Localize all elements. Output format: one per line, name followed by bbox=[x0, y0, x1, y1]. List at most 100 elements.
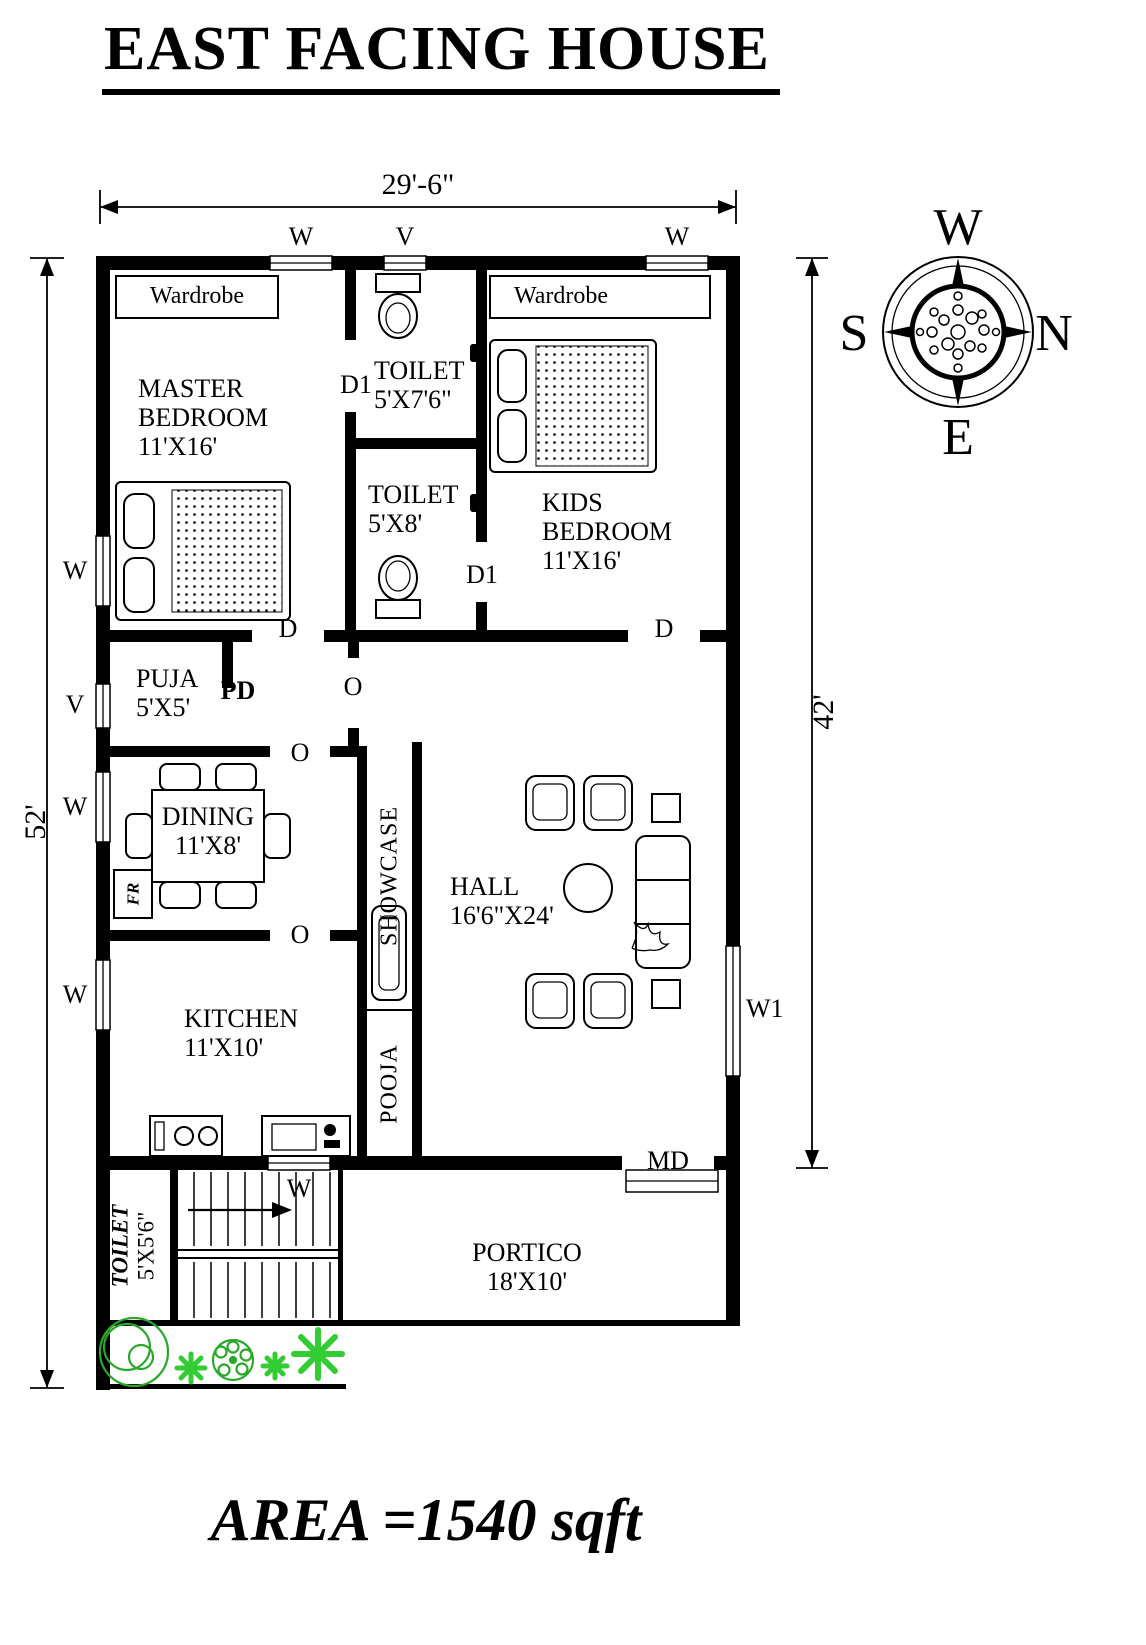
room-size: 11'X8' bbox=[174, 831, 242, 861]
window-top-kids bbox=[645, 255, 709, 271]
toilet-fixture-top bbox=[375, 273, 421, 339]
room-name: BEDROOM bbox=[138, 403, 269, 433]
compass-east-label: E bbox=[942, 409, 974, 466]
room-size: 11'X10' bbox=[184, 1033, 264, 1063]
kids-bedroom-label: KIDS BEDROOM 11'X16' bbox=[542, 488, 672, 575]
toilet-fixture-mid bbox=[375, 555, 421, 619]
window1-marker: W1 bbox=[746, 994, 784, 1023]
kids-bed bbox=[489, 339, 657, 473]
dining-set bbox=[125, 763, 291, 909]
door1-marker: D1 bbox=[340, 370, 372, 399]
garden-plants bbox=[98, 1316, 345, 1388]
toilet-common-label: TOILET 5'X8' bbox=[368, 480, 459, 538]
kitchen-label: KITCHEN 11'X10' bbox=[184, 1004, 298, 1062]
room-size: 11'X16' bbox=[138, 432, 218, 462]
compass-south-label: S bbox=[839, 305, 869, 362]
sink bbox=[261, 1115, 351, 1157]
dimension-right-height: 42' bbox=[807, 694, 841, 730]
interior-walls bbox=[110, 270, 726, 1156]
dimension-top-width: 29'-6" bbox=[381, 168, 455, 201]
portico-label: PORTICO 18'X10' bbox=[452, 1238, 602, 1296]
page-title: EAST FACING HOUSE bbox=[102, 14, 780, 95]
window-marker: W bbox=[664, 222, 690, 251]
room-size: 5'X7'6" bbox=[374, 385, 452, 415]
room-name: DINING bbox=[161, 802, 255, 831]
showcase-cabinet bbox=[371, 905, 407, 1001]
main-door-marker: MD bbox=[647, 1146, 689, 1175]
puja-door-marker: PD bbox=[220, 676, 256, 705]
room-size: 5'X5'6" bbox=[133, 1211, 158, 1281]
room-size: 11'X16' bbox=[542, 546, 622, 576]
dimension-lines bbox=[30, 190, 828, 1389]
toilet-attached-label: TOILET 5'X7'6" bbox=[374, 356, 465, 414]
plant-flower bbox=[211, 1338, 255, 1382]
window-marker: W bbox=[62, 980, 88, 1009]
puja-label: PUJA 5'X5' bbox=[136, 664, 198, 722]
pooja-label: POOJA bbox=[376, 1044, 403, 1124]
opening-marker: O bbox=[290, 738, 310, 767]
window-left-master bbox=[95, 535, 111, 607]
window-marker: W bbox=[62, 556, 88, 585]
window-marker: W bbox=[288, 222, 314, 251]
area-label: AREA =1540 sqft bbox=[210, 1487, 642, 1553]
room-name: TOILET bbox=[374, 356, 465, 385]
wardrobe-master bbox=[115, 275, 279, 319]
door-marker: D bbox=[278, 614, 298, 643]
door1-marker: D1 bbox=[466, 560, 498, 589]
room-name: BEDROOM bbox=[542, 517, 673, 547]
room-size: 5'X8' bbox=[368, 509, 423, 539]
window-right-hall bbox=[725, 945, 741, 1077]
door-marker: D bbox=[654, 614, 674, 643]
window-left-dining bbox=[95, 771, 111, 843]
sofa-plant bbox=[631, 921, 670, 952]
room-size: 16'6"X24' bbox=[450, 901, 554, 931]
stove bbox=[149, 1115, 223, 1157]
staircase bbox=[178, 1172, 338, 1318]
vent-left-puja bbox=[95, 683, 111, 729]
window-bottom-stairs bbox=[267, 1155, 331, 1171]
dimension-left-height: 52' bbox=[19, 804, 53, 840]
room-name: HALL bbox=[450, 872, 520, 901]
tap-symbols bbox=[470, 344, 485, 512]
opening-marker: O bbox=[343, 672, 363, 701]
room-name: PUJA bbox=[136, 664, 199, 693]
main-door-threshold bbox=[625, 1169, 719, 1193]
compass-rose bbox=[882, 256, 1034, 408]
showcase-label: SHOWCASE bbox=[376, 805, 403, 947]
room-name: PORTICO bbox=[472, 1238, 582, 1267]
compass-north-label: N bbox=[1035, 305, 1073, 362]
vent-top-toilet bbox=[383, 255, 427, 271]
plant-star-small-1 bbox=[174, 1351, 208, 1385]
window-symbols bbox=[95, 255, 741, 1193]
sofa-set bbox=[525, 775, 691, 1029]
master-bed bbox=[115, 481, 291, 621]
fridge-box bbox=[113, 869, 153, 919]
opening-marker: O bbox=[290, 920, 310, 949]
stair-direction-arrow bbox=[188, 1202, 292, 1218]
window-left-kitchen bbox=[95, 959, 111, 1031]
window-marker: W bbox=[286, 1174, 312, 1203]
ventilator-marker: V bbox=[65, 690, 85, 719]
room-size: 5'X5' bbox=[136, 693, 191, 723]
plant-bush bbox=[291, 1327, 345, 1381]
master-bedroom-label: MASTER BEDROOM 11'X16' bbox=[138, 374, 268, 461]
fridge-label: FR bbox=[123, 882, 143, 906]
wardrobe-label-kids: Wardrobe bbox=[513, 283, 609, 309]
plant-tree bbox=[98, 1316, 170, 1388]
compass-west-label: W bbox=[933, 199, 983, 256]
wardrobe-kids bbox=[489, 275, 711, 319]
exterior-walls bbox=[96, 256, 740, 1390]
room-size: 18'X10' bbox=[486, 1267, 568, 1297]
stair-toilet-label: TOILET 5'X5'6" bbox=[107, 1205, 159, 1288]
wardrobe-label-master: Wardrobe bbox=[149, 283, 245, 309]
dining-label: DINING 11'X8' bbox=[152, 802, 264, 860]
window-marker: W bbox=[62, 792, 88, 821]
hall-label: HALL 16'6"X24' bbox=[450, 872, 554, 930]
compass-pebbles bbox=[915, 291, 1001, 373]
room-name: TOILET bbox=[368, 480, 459, 509]
ventilator-marker: V bbox=[395, 222, 415, 251]
room-name: KIDS bbox=[542, 488, 603, 517]
window-top-master bbox=[269, 255, 333, 271]
room-name: MASTER bbox=[138, 374, 244, 403]
